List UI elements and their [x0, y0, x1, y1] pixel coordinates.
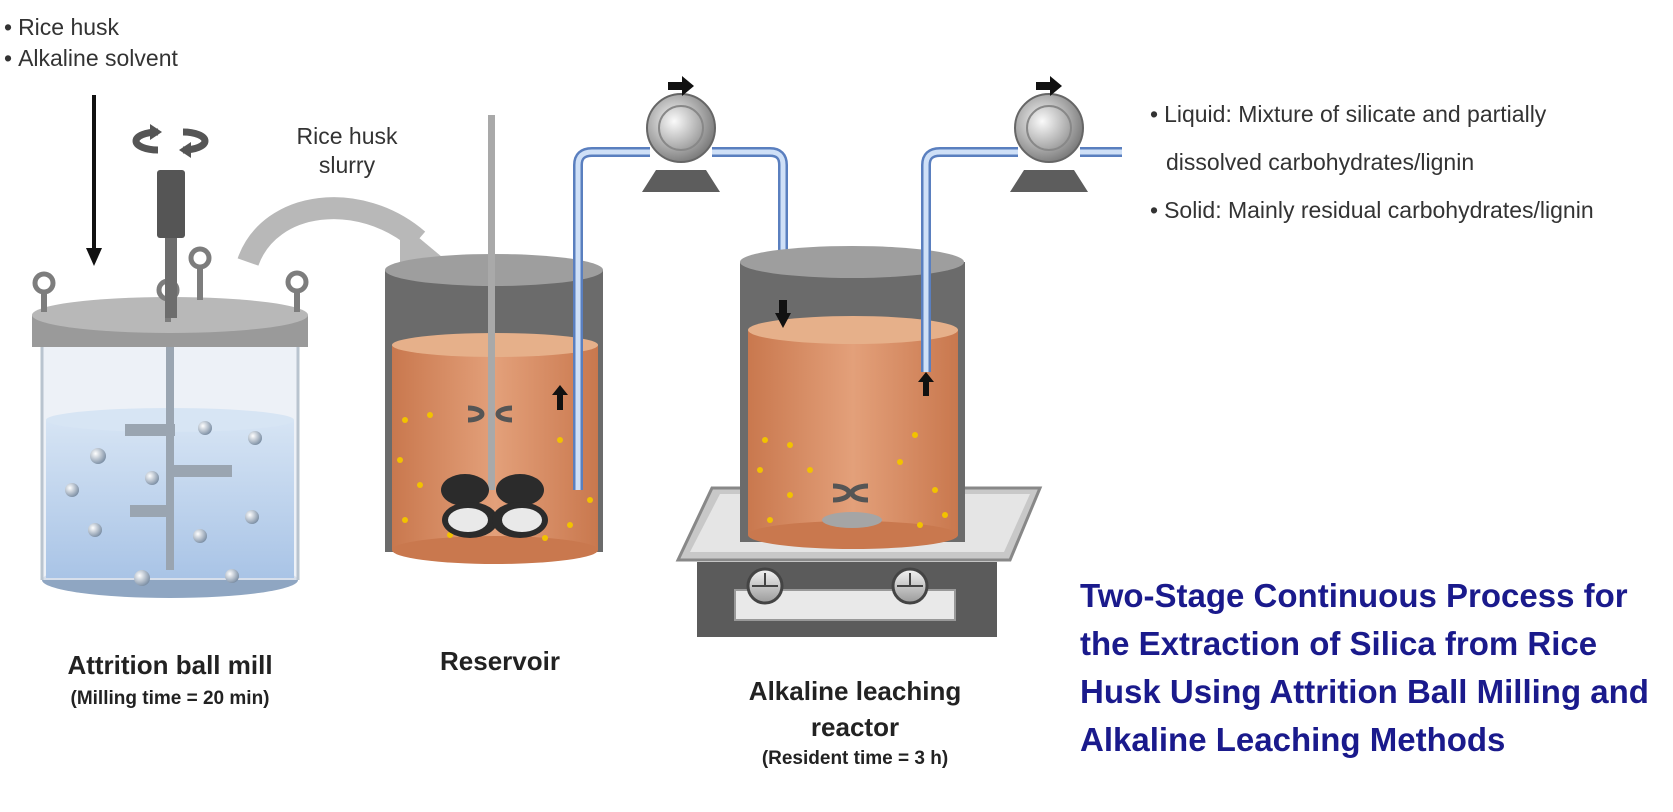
ball-mill-name: Attrition ball mill	[67, 650, 273, 680]
reactor-rotation-icon	[832, 483, 869, 503]
transfer-label-line2: slurry	[318, 152, 376, 178]
milling-balls	[65, 421, 262, 586]
input-rice-husk: Rice husk	[4, 12, 119, 43]
attrition-ball-mill	[32, 124, 309, 598]
output-liquid-line2: dissolved carbohydrates/lignin	[1166, 149, 1475, 175]
leaching-reactor	[675, 246, 1043, 637]
reservoir-tank	[385, 115, 603, 564]
feed-arrow	[86, 95, 102, 266]
reactor-particles	[757, 432, 948, 528]
transfer-label-line1: Rice husk	[296, 123, 398, 149]
mill-motor	[157, 170, 185, 238]
pipe-2	[921, 147, 1122, 372]
reservoir-rotation-icon	[467, 405, 513, 423]
diagram-title: Two-Stage Continuous Process for the Ext…	[1080, 577, 1649, 758]
hot-plate-knob	[891, 567, 929, 605]
input-alkaline-solvent: Alkaline solvent	[4, 43, 178, 74]
transfer-label: Rice husk slurry	[282, 122, 412, 180]
output-liquid-line1: •Liquid: Mixture of silicate and partial…	[1150, 101, 1547, 127]
rotation-icon	[132, 128, 209, 154]
magnetic-stir-bar	[822, 512, 882, 528]
slurry-transfer-arrow	[237, 197, 448, 267]
pipe-1	[573, 147, 788, 490]
reservoir-name: Reservoir	[440, 646, 560, 676]
output-solid: •Solid: Mainly residual carbohydrates/li…	[1150, 197, 1594, 223]
reactor-detail: (Resident time = 3 h)	[761, 748, 949, 769]
pump-1	[642, 76, 720, 192]
reactor-name-line1: Alkaline leaching	[748, 676, 962, 706]
output-liquid-text: Liquid: Mixture of silicate and partiall…	[1164, 101, 1547, 127]
reactor-name-line2: reactor	[810, 712, 900, 742]
pump-2	[1010, 76, 1088, 192]
hot-plate-knob	[746, 567, 784, 605]
reservoir-stirrer-rod	[488, 115, 495, 490]
ball-mill-detail: (Milling time = 20 min)	[70, 688, 270, 709]
output-solid-text: Solid: Mainly residual carbohydrates/lig…	[1164, 197, 1594, 223]
